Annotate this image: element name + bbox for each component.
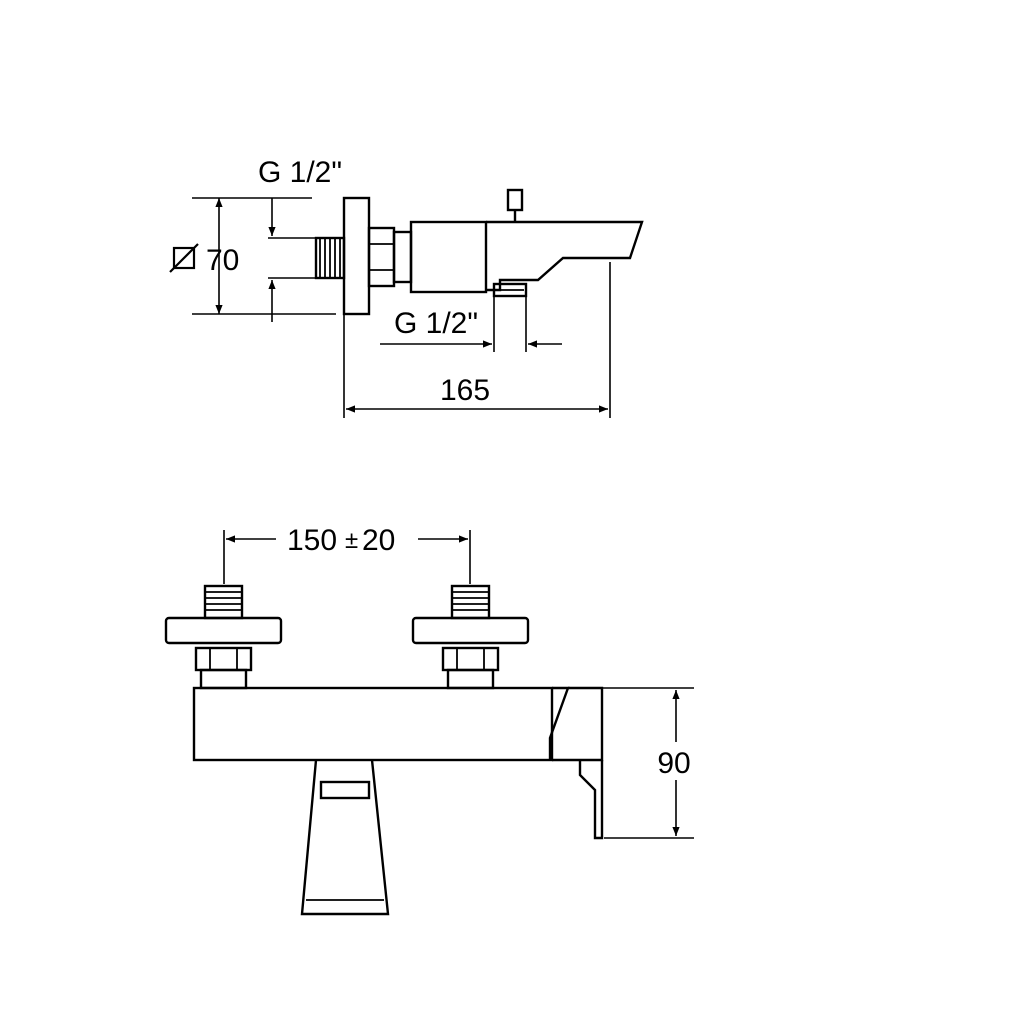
spacing-tol-label: 20 [362,524,395,557]
wall-flange [342,196,371,316]
side-view-dimensions [169,197,611,418]
side-view-labels: G 1/2" 70 G 1/2" 165 [206,156,490,407]
spout [486,220,644,292]
right-connector [411,584,530,690]
thread-lines [319,238,341,278]
spacing-value-label: 150 [287,524,337,557]
lever-handle [548,686,570,760]
mixer-body [409,220,488,294]
front-view [164,584,604,916]
front-mixer-body [192,686,554,762]
front-view-labels: 150 ± 20 90 [287,524,700,780]
diameter-label: 70 [206,244,239,277]
side-view [314,188,644,316]
bottom-outlet [492,282,528,298]
collar [392,230,413,284]
length-label: 165 [440,374,490,407]
diverter-knob [506,188,524,212]
diameter-symbol [169,243,199,273]
top-thread-label: G 1/2" [258,156,342,189]
hex-nut [367,226,396,288]
spout-outlet [319,780,371,800]
spacing-pm-label: ± [345,527,358,554]
left-connector [164,584,283,690]
outlet-thread-label: G 1/2" [394,307,478,340]
front-view-dimensions [223,530,694,839]
height-label: 90 [657,747,690,780]
front-spout [300,759,390,916]
